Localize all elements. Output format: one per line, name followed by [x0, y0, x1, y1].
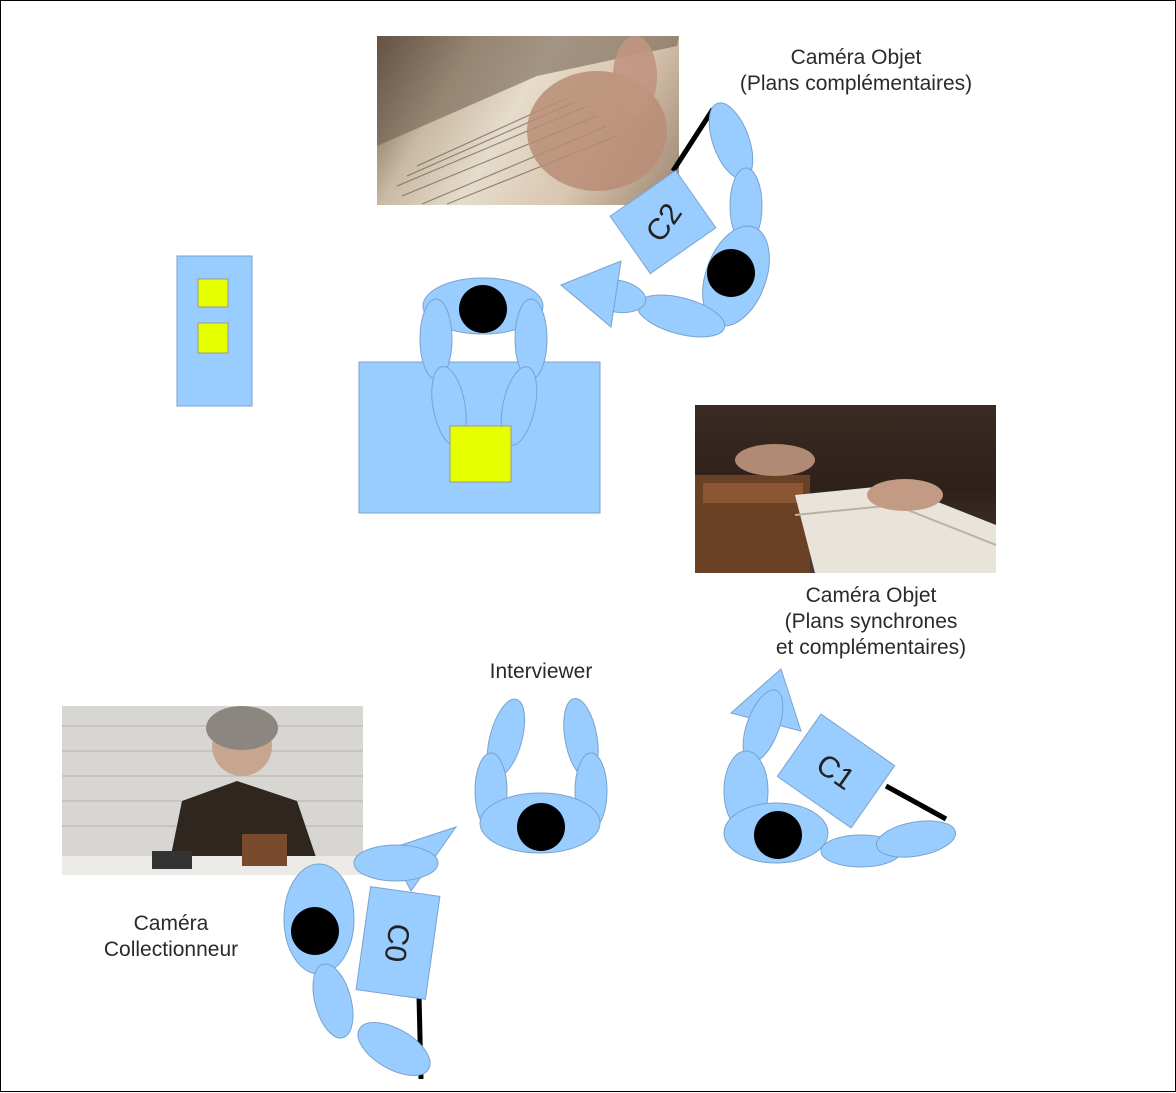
- camera-c0-title: Caméra: [133, 912, 209, 935]
- operator-c2-head: [707, 249, 755, 297]
- interviewer-caption: Interviewer: [489, 660, 593, 683]
- camera-c2-subtitle: (Plans complémentaires): [739, 72, 973, 95]
- collector-person: [419, 277, 548, 446]
- collector-head: [459, 285, 507, 333]
- photo-collector: [62, 706, 363, 875]
- camera-c2-caption: Caméra Objet (Plans complémentaires): [701, 45, 1011, 97]
- shelf-object-top: [197, 278, 229, 308]
- book-page-sketch: [377, 36, 679, 205]
- camera-operator-c2: C2: [560, 102, 770, 338]
- photo-open-book: [695, 405, 996, 573]
- camera-operator-c1: C1: [723, 668, 957, 868]
- camera-c0-label: C0: [378, 922, 416, 965]
- camera-c0-subtitle: Collectionneur: [103, 938, 239, 961]
- operator-c0-head: [291, 907, 339, 955]
- interviewer-head: [517, 803, 565, 851]
- camera-c1-line3: et complémentaires): [775, 636, 967, 659]
- table-object: [449, 425, 512, 483]
- shelf-object-bottom: [197, 322, 229, 354]
- operator-c1-head: [754, 811, 802, 859]
- camera-c1-caption: Caméra Objet (Plans synchrones et complé…: [721, 583, 1021, 661]
- camera-operator-c0: C0: [283, 826, 458, 1080]
- interviewer-person: [474, 698, 608, 854]
- camera-c1-title: Caméra Objet: [805, 584, 937, 607]
- collector-sketch: [62, 706, 363, 875]
- camera-c1-line2: (Plans synchrones: [784, 610, 958, 633]
- open-book-sketch: [695, 444, 996, 573]
- photo-book-closeup: [377, 36, 679, 205]
- camera-c0-caption: Caméra Collectionneur: [71, 911, 271, 963]
- camera-c2-title: Caméra Objet: [790, 46, 922, 69]
